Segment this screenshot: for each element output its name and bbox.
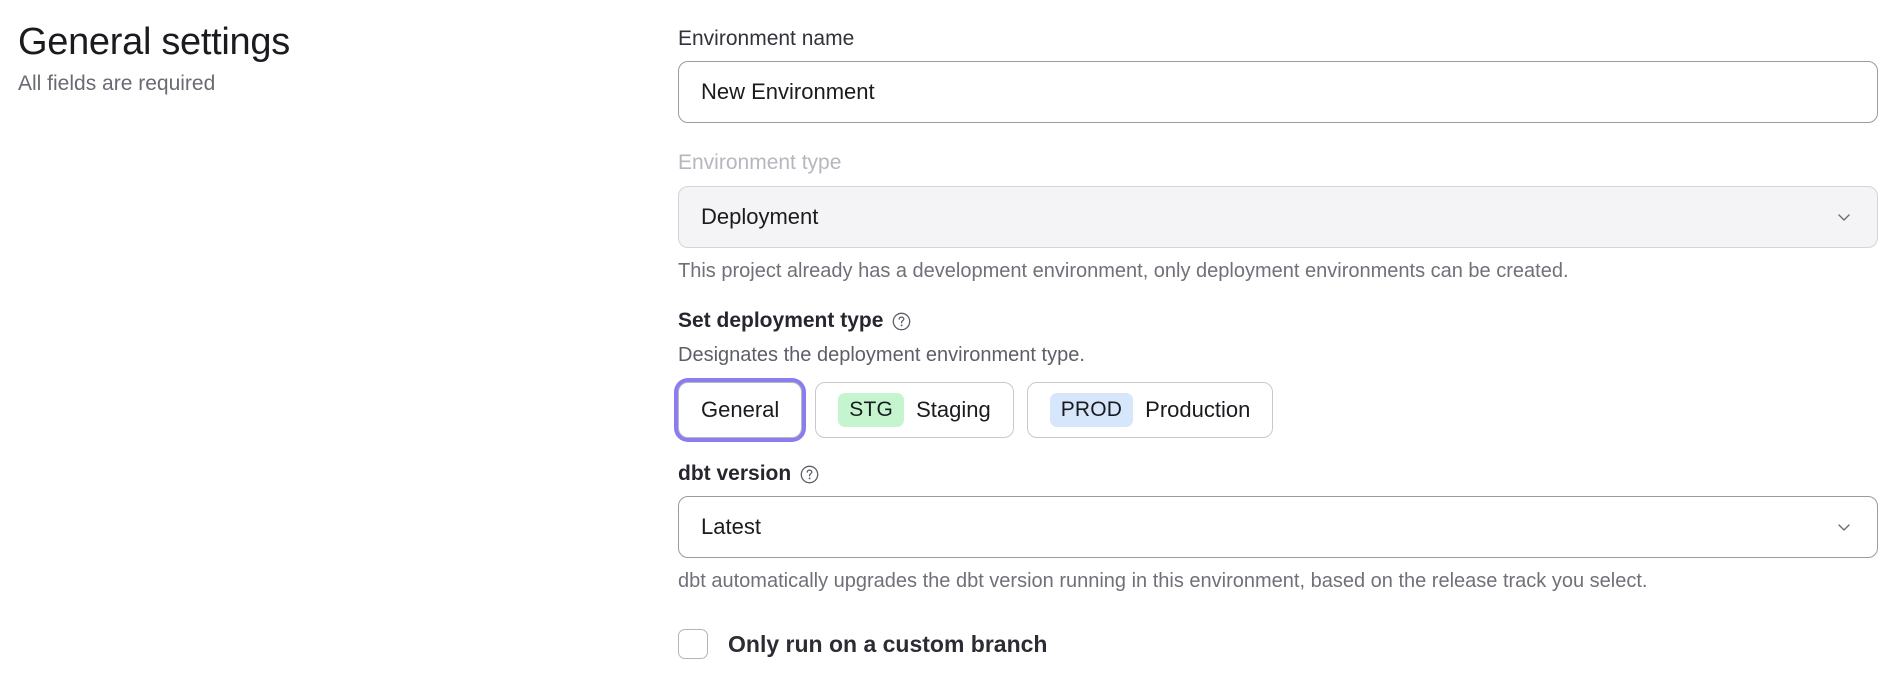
dbt-version-label-row: dbt version xyxy=(678,460,820,487)
dbt-version-helper-text: dbt automatically upgrades the dbt versi… xyxy=(678,570,1648,593)
custom-branch-label[interactable]: Only run on a custom branch xyxy=(728,630,1048,657)
environment-type-select-value: Deployment xyxy=(678,185,1878,248)
environment-name-label: Environment name xyxy=(678,27,855,50)
deployment-type-option-staging-label: Staging xyxy=(916,396,991,422)
question-circle-icon[interactable] xyxy=(891,311,912,332)
dbt-version-label: dbt version xyxy=(678,461,792,485)
environment-name-input[interactable] xyxy=(678,61,1878,124)
environment-type-select[interactable]: Deployment xyxy=(678,185,1878,248)
deployment-type-label-row: Set deployment type xyxy=(678,307,912,334)
deployment-type-field: Set deployment type Designates the deplo… xyxy=(678,307,1878,438)
custom-branch-checkbox[interactable] xyxy=(678,629,708,660)
production-badge: PROD xyxy=(1049,392,1134,427)
environment-name-field: Environment name xyxy=(678,25,1878,124)
dbt-version-select-value: Latest xyxy=(678,496,1878,559)
custom-branch-row: Only run on a custom branch xyxy=(678,629,1878,660)
deployment-type-option-general[interactable]: General xyxy=(678,381,803,438)
deployment-type-description: Designates the deployment environment ty… xyxy=(678,343,1085,366)
deployment-type-option-production-label: Production xyxy=(1145,396,1251,422)
page-header: General settings All fields are required xyxy=(18,20,518,97)
deployment-type-option-production[interactable]: PROD Production xyxy=(1026,381,1274,438)
page-title: General settings xyxy=(18,21,290,63)
environment-type-field: Environment type Deployment This project… xyxy=(678,149,1878,284)
deployment-type-option-general-label: General xyxy=(701,396,780,422)
environment-type-label: Environment type xyxy=(678,151,842,175)
deployment-type-label: Set deployment type xyxy=(678,308,884,332)
question-circle-icon[interactable] xyxy=(799,464,820,485)
page-subtitle: All fields are required xyxy=(18,71,216,95)
environment-type-note: This project already has a development e… xyxy=(678,259,1569,282)
dbt-version-field: dbt version Latest dbt automati xyxy=(678,460,1878,595)
deployment-type-options: General STG Staging PROD Production xyxy=(678,381,1878,438)
staging-badge: STG xyxy=(838,392,905,427)
dbt-version-select[interactable]: Latest xyxy=(678,496,1878,559)
settings-form: Environment name Environment type Deploy… xyxy=(678,25,1878,660)
deployment-type-option-staging[interactable]: STG Staging xyxy=(815,381,1014,438)
